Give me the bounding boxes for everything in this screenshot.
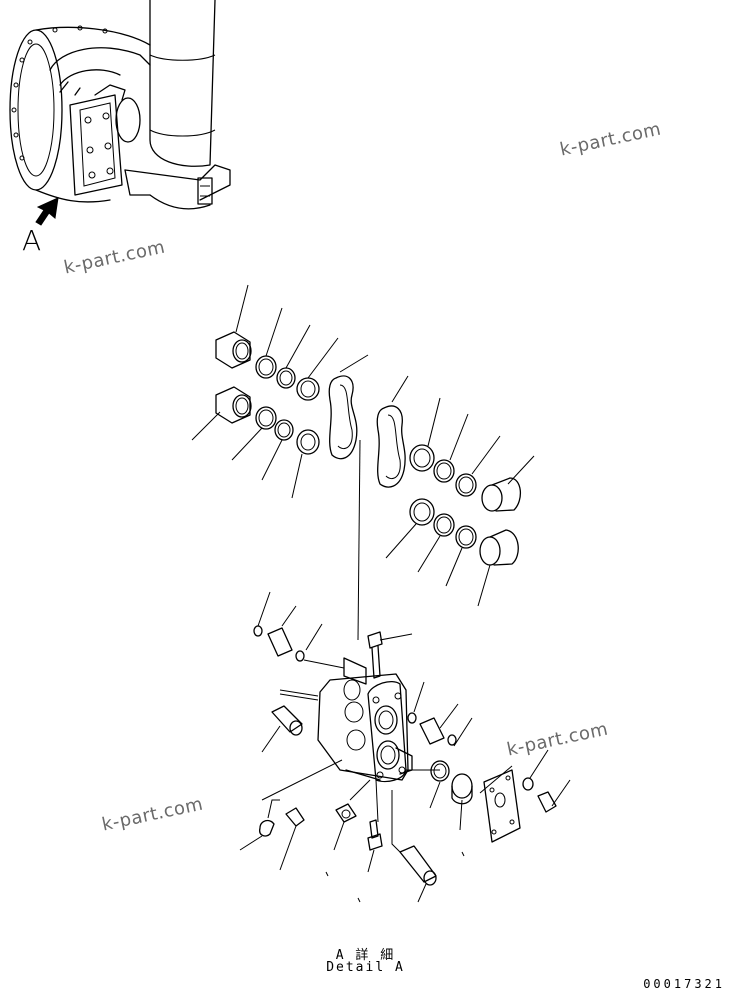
leader-lines: [191, 284, 571, 903]
piston-upper-left: [215, 331, 252, 369]
caption-japanese: A 詳 細: [335, 948, 396, 963]
caption-english: Detail A: [326, 960, 405, 975]
caliper-body: [317, 657, 409, 781]
piston-lower-right: [479, 529, 519, 566]
exploded-detail: [191, 284, 571, 903]
bolt-lower: [367, 819, 383, 851]
document-number: 00017321: [643, 977, 725, 991]
piston-upper-right: [481, 477, 521, 512]
overview-assembly: [9, 0, 231, 210]
bolt-upper: [367, 631, 383, 679]
piston-lower-left: [215, 386, 252, 424]
view-arrow-icon: [35, 197, 59, 226]
caliper-plate: [367, 680, 413, 783]
brake-pad-right: [376, 405, 406, 488]
bleeder-cap: [259, 799, 280, 837]
bolt-cover: [537, 791, 557, 813]
brake-pad-left: [328, 375, 358, 460]
view-label: A: [22, 224, 42, 257]
cover-plate: [483, 769, 521, 843]
